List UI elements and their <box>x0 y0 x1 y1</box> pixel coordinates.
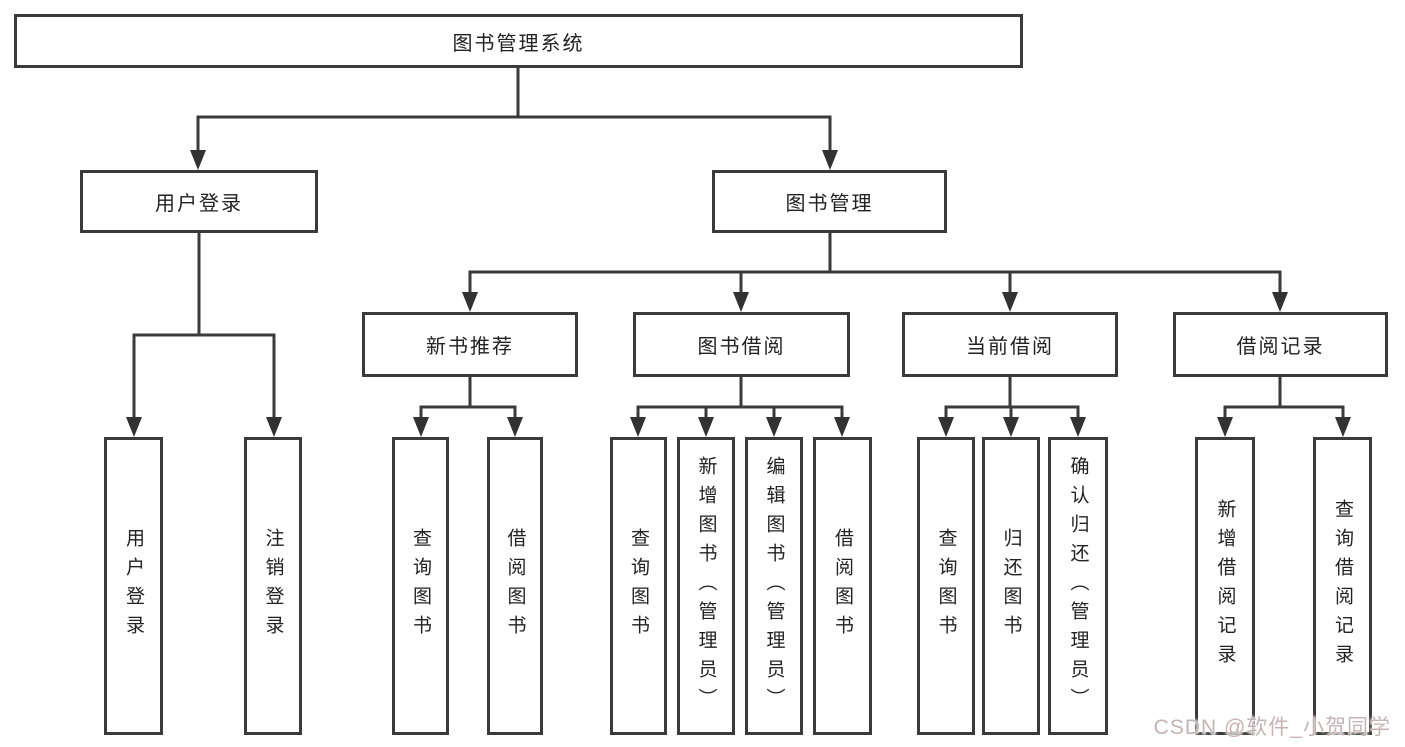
leaf-query-books-recommend: 查询图书 <box>392 437 449 735</box>
leaf-borrow-books: 借阅图书 <box>813 437 872 735</box>
arrowhead <box>766 417 782 437</box>
node-current-borrow: 当前借阅 <box>902 312 1118 377</box>
connector-user-login-to-leaves <box>126 231 282 437</box>
connector-book-borrow-to-leaves <box>630 375 850 437</box>
arrowhead <box>630 417 646 437</box>
arrowhead <box>698 417 714 437</box>
node-user-login: 用户登录 <box>80 170 318 233</box>
arrowhead <box>1002 292 1018 312</box>
arrowhead <box>1003 417 1019 437</box>
arrowhead <box>1272 292 1288 312</box>
arrowhead <box>507 417 523 437</box>
arrowhead <box>413 417 429 437</box>
leaf-query-books-current: 查询图书 <box>917 437 975 735</box>
node-new-book-recommend: 新书推荐 <box>362 312 578 377</box>
connector-borrow-records-to-leaves <box>1217 375 1351 437</box>
arrowhead <box>733 292 749 312</box>
arrowhead <box>190 150 206 170</box>
arrowhead <box>126 417 142 437</box>
leaf-query-borrow-record: 查询借阅记录 <box>1313 437 1372 735</box>
arrowhead <box>938 417 954 437</box>
leaf-user-login: 用户登录 <box>104 437 163 735</box>
leaf-confirm-return-admin: 确认归还（管理员） <box>1048 437 1108 735</box>
leaf-query-books-borrow: 查询图书 <box>610 437 667 735</box>
arrowhead <box>822 150 838 170</box>
leaf-return-books: 归还图书 <box>982 437 1040 735</box>
arrowhead <box>834 417 850 437</box>
node-root-library-system: 图书管理系统 <box>14 14 1023 68</box>
arrowhead <box>266 417 282 437</box>
leaf-borrow-books-recommend: 借阅图书 <box>487 437 543 735</box>
arrowhead <box>1070 417 1086 437</box>
leaf-logout: 注销登录 <box>244 437 302 735</box>
connector-root-to-level2 <box>190 66 838 170</box>
leaf-add-borrow-record: 新增借阅记录 <box>1195 437 1255 735</box>
leaf-edit-books-admin: 编辑图书（管理员） <box>745 437 803 735</box>
node-book-management: 图书管理 <box>712 170 947 233</box>
arrowhead <box>1335 417 1351 437</box>
csdn-watermark: CSDN @软件_小贺同学 <box>1153 716 1391 739</box>
connector-current-borrow-to-leaves <box>938 375 1086 437</box>
arrowhead <box>1217 417 1233 437</box>
arrowhead <box>462 292 478 312</box>
connector-book-management-to-level3 <box>462 231 1288 312</box>
leaf-add-books-admin: 新增图书（管理员） <box>677 437 735 735</box>
connector-new-book-recommend-to-leaves <box>413 375 523 437</box>
node-borrow-records: 借阅记录 <box>1173 312 1388 377</box>
node-book-borrow: 图书借阅 <box>633 312 850 377</box>
